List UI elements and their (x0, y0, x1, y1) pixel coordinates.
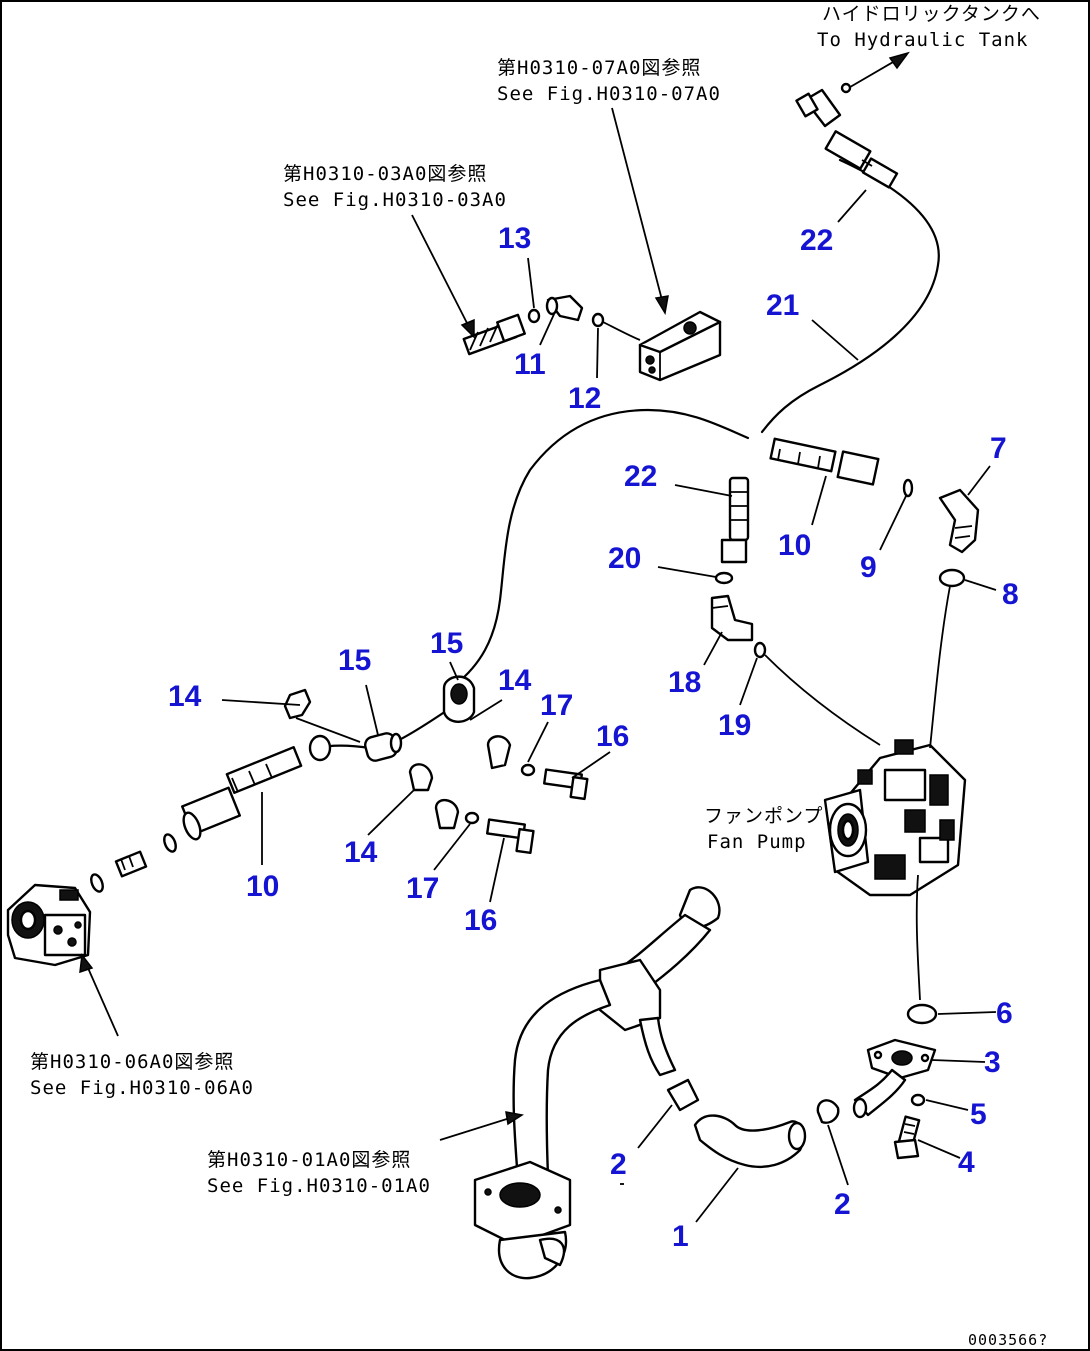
hose-10-right (769, 437, 880, 486)
callout-9: 9 (860, 551, 877, 584)
oring-13 (527, 308, 541, 324)
callout-17-low: 17 (406, 872, 439, 905)
valve-block (638, 310, 722, 382)
callout-19: 19 (718, 709, 751, 742)
callout-15-left: 15 (338, 644, 371, 677)
callout-12: 12 (568, 382, 601, 415)
clamp-low (434, 799, 460, 830)
oring-6 (906, 1003, 938, 1025)
callout-14-low: 14 (344, 836, 378, 869)
oring-12 (591, 312, 605, 328)
lead-pump-6 (915, 874, 921, 1001)
callout-5: 5 (970, 1098, 987, 1131)
suction-pipe (473, 886, 721, 1280)
clamp-2-left (666, 1078, 700, 1112)
ref-fig01-en: See Fig.H0310-01A0 (207, 1175, 431, 1197)
fig06-arrow (79, 953, 119, 1037)
elbow-11 (545, 294, 584, 322)
adapter-left (114, 850, 148, 878)
callout-7: 7 (990, 432, 1007, 465)
elbow-18 (710, 594, 754, 642)
flange-3 (866, 1038, 937, 1080)
ref-fig03-jp: 第H0310-03A0図参照 (283, 163, 487, 185)
oring-8 (938, 568, 966, 588)
callout-10-right: 10 (778, 529, 811, 562)
callout-17-top: 17 (540, 689, 573, 722)
callout-14-right: 14 (498, 664, 532, 697)
callout-8: 8 (1002, 578, 1019, 611)
hose-1 (693, 1114, 807, 1169)
ref-tank-en: To Hydraulic Tank (817, 29, 1028, 51)
clamp-2-right (816, 1099, 840, 1124)
callout-11: 11 (514, 348, 546, 381)
left-pump (6, 883, 92, 967)
ref-fig06-en: See Fig.H0310-06A0 (30, 1077, 254, 1099)
pipe-loop-to-clamp (453, 408, 750, 687)
straight-fitting-13-side (462, 313, 526, 356)
fig03-leader (411, 214, 475, 339)
elbow-fitting-top (795, 82, 852, 128)
hose-10-left (181, 746, 303, 841)
oring-20 (714, 571, 734, 585)
callout-16-low: 16 (464, 904, 497, 937)
callout-1: 1 (672, 1220, 689, 1253)
washer-17-top (520, 763, 536, 777)
ref-fig07-jp: 第H0310-07A0図参照 (497, 57, 701, 79)
washer-17-low (464, 811, 480, 825)
connect-12 (602, 321, 641, 341)
callout-6: 6 (996, 997, 1013, 1030)
callout-16-top: 16 (596, 720, 629, 753)
callout-10-left: 10 (246, 870, 279, 903)
fig01-arrow (439, 1111, 524, 1141)
fig07-leader (611, 107, 669, 316)
callout-3: 3 (984, 1046, 1001, 1079)
lead-19-pump (764, 654, 881, 746)
ref-tank-jp: ハイドロリックタンクへ (822, 3, 1041, 25)
callout-2-left: 2 (610, 1148, 627, 1181)
ref-fig06-jp: 第H0310-06A0図参照 (30, 1051, 234, 1073)
ref-fig07-en: See Fig.H0310-07A0 (497, 83, 721, 105)
clamp-15-right (442, 675, 476, 723)
hose-22-top (824, 130, 899, 189)
callout-14-left: 14 (168, 680, 202, 713)
tank-arrow (844, 51, 910, 91)
clamp-14-low (408, 763, 434, 792)
callout-18: 18 (668, 666, 701, 699)
callout-22-mid: 22 (624, 460, 657, 493)
clamp-15-left (364, 732, 403, 762)
oring-left-2 (90, 873, 104, 893)
hose-21 (760, 158, 940, 434)
drawing-code: 0003566? (968, 1331, 1048, 1349)
hose-22-mid (720, 476, 750, 564)
oring-19 (753, 641, 767, 659)
oring-9 (902, 478, 914, 498)
callout-leaders (221, 189, 997, 1223)
ref-fanpump-jp: ファンポンプ (704, 805, 823, 827)
callout-2-right: 2 (834, 1188, 851, 1221)
callout-20: 20 (608, 542, 641, 575)
fan-pump (823, 739, 967, 897)
oring-left-1 (163, 833, 177, 853)
callout-13: 13 (498, 222, 531, 255)
tube-3-elbow (852, 1068, 907, 1119)
bolt-16-top (543, 768, 589, 801)
bolt-16-low (486, 818, 535, 855)
callout-4: 4 (958, 1146, 975, 1179)
clamp-ring-left (308, 734, 332, 762)
callout-21: 21 (766, 289, 799, 322)
elbow-7 (938, 488, 980, 554)
bolt-4 (893, 1115, 921, 1160)
lead-8-pump (929, 585, 951, 749)
callout-22-top: 22 (800, 224, 833, 257)
ref-fig01-jp: 第H0310-01A0図参照 (207, 1149, 411, 1171)
clamp-14-mid (486, 735, 512, 770)
ref-fanpump-en: Fan Pump (707, 831, 807, 853)
washer-5 (910, 1093, 926, 1107)
ref-fig03-en: See Fig.H0310-03A0 (283, 189, 507, 211)
callout-15-right: 15 (430, 627, 463, 660)
